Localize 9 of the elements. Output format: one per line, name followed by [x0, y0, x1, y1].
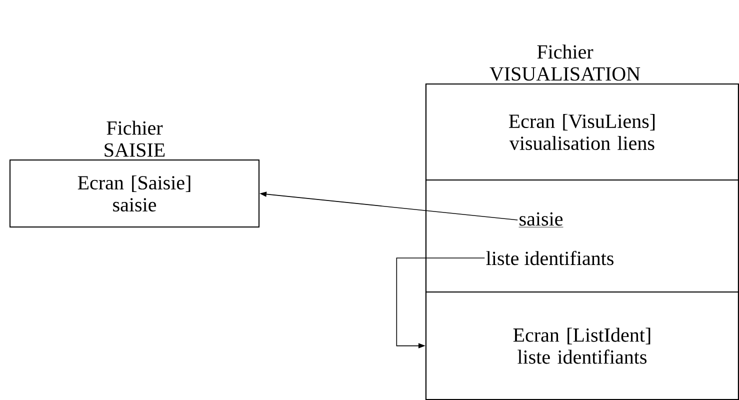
file-heading: Fichier VISUALISATION: [490, 44, 640, 81]
screen-section: Ecran [ListIdent] liste identifiants: [425, 292, 739, 400]
screen-section: Ecran [VisuLiens] visualisation liens: [425, 84, 739, 180]
section-box: [425, 180, 739, 292]
file-heading: Fichier SAISIE: [104, 120, 165, 157]
item-text: saisie: [518, 212, 564, 228]
screen-box: Ecran [Saisie] saisie: [10, 160, 260, 228]
arrow: [396, 258, 486, 348]
item-text: liste identifiants: [486, 250, 614, 266]
